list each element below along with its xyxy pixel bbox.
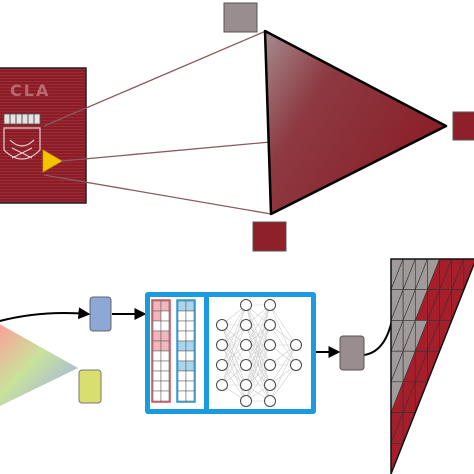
feature-cell — [152, 390, 162, 402]
feature-cell — [160, 350, 170, 362]
feature-cell — [160, 330, 170, 342]
feature-cell — [185, 300, 195, 312]
network-node — [240, 359, 252, 371]
feature-cell — [160, 310, 170, 322]
network-node — [240, 339, 252, 351]
shield-icon — [3, 113, 41, 160]
network-node — [290, 339, 302, 351]
feature-cell — [185, 330, 195, 342]
network-node — [264, 379, 276, 391]
feature-triangle — [263, 29, 448, 216]
feature-cell — [152, 350, 162, 362]
triangle-pointer-icon — [42, 149, 63, 173]
feature-cell — [160, 370, 170, 382]
feature-cell — [177, 370, 187, 382]
feature-cell — [185, 350, 195, 362]
network-node — [290, 359, 302, 371]
input-arrow — [0, 307, 91, 323]
output-gray-square — [339, 335, 365, 371]
feature-cell — [160, 360, 170, 372]
feature-cell — [177, 340, 187, 352]
network-node — [240, 395, 252, 407]
feature-cell — [177, 300, 187, 312]
feature-cell — [152, 340, 162, 352]
feature-cell — [177, 320, 187, 332]
crest-image: CLA — [0, 67, 87, 204]
crest-text: CLA — [10, 81, 50, 100]
vertex-square-gray — [223, 2, 258, 33]
feature-cell — [177, 330, 187, 342]
network-node — [264, 319, 276, 331]
feature-cell — [177, 360, 187, 372]
network-node — [216, 359, 228, 371]
network-node — [240, 299, 252, 311]
vertex-square-right — [452, 111, 474, 141]
network-node — [216, 339, 228, 351]
feature-cell — [177, 390, 187, 402]
feature-cell — [177, 310, 187, 322]
feature-cell — [185, 380, 195, 392]
network-node — [216, 319, 228, 331]
network-node — [264, 299, 276, 311]
feature-cell — [152, 360, 162, 372]
feature-cell — [185, 370, 195, 382]
feature-cell — [152, 300, 162, 312]
network-node — [264, 395, 276, 407]
feature-cell — [160, 300, 170, 312]
network-node — [216, 379, 228, 391]
color-gradient-triangle — [0, 324, 78, 407]
network-node — [240, 379, 252, 391]
feature-cell — [177, 380, 187, 392]
feature-grid — [151, 299, 196, 403]
feature-cell — [152, 380, 162, 392]
feature-cell — [152, 370, 162, 382]
feature-cell — [152, 330, 162, 342]
feature-cell — [160, 380, 170, 392]
feature-cell — [152, 310, 162, 322]
neural-network-icon — [216, 299, 302, 407]
triangle-mesh-icon — [390, 258, 474, 474]
feature-cell — [185, 360, 195, 372]
network-node — [264, 339, 276, 351]
network-node — [264, 359, 276, 371]
neural-network-module — [145, 292, 316, 414]
feature-cell — [177, 350, 187, 362]
network-node — [240, 319, 252, 331]
feature-cell — [160, 340, 170, 352]
feature-cell — [185, 310, 195, 322]
feature-cell — [185, 320, 195, 332]
yellow-square — [78, 369, 102, 404]
feature-cell — [185, 390, 195, 402]
blue-square — [89, 296, 112, 332]
feature-cell — [152, 320, 162, 332]
feature-cell — [185, 340, 195, 352]
feature-cell — [160, 320, 170, 332]
vertex-square-bottom — [252, 221, 287, 252]
feature-cell — [160, 390, 170, 402]
